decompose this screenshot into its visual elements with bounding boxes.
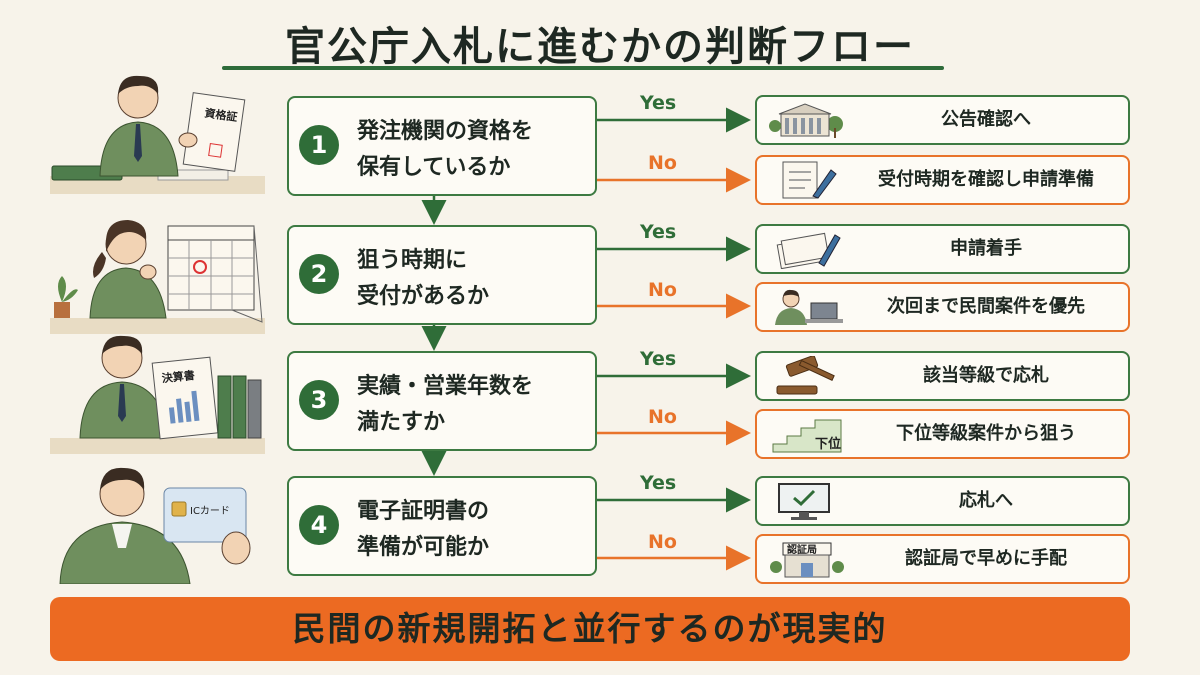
result-text: 認証局で早めに手配 bbox=[905, 548, 1067, 569]
worker-with-calendar-illustration bbox=[50, 220, 265, 334]
result-box-no-4: 認証局 認証局で早めに手配 bbox=[755, 534, 1130, 584]
checklist-pen-icon bbox=[782, 161, 837, 199]
question-box-3: 3 実績・営業年数を 満たすか bbox=[287, 351, 597, 451]
stairs-icon-text: 下位 bbox=[815, 436, 841, 452]
question-text: 電子証明書の 準備が可能か bbox=[357, 494, 587, 566]
worker-laptop-icon bbox=[775, 289, 843, 325]
question-line: 発注機関の資格を bbox=[357, 119, 534, 144]
yes-label: Yes bbox=[640, 348, 677, 370]
result-box-yes-2: 申請着手 bbox=[755, 224, 1130, 274]
no-label: No bbox=[648, 279, 677, 301]
question-line: 満たすか bbox=[357, 410, 446, 435]
result-box-no-1: 受付時期を確認し申請準備 bbox=[755, 155, 1130, 205]
step-number-badge: 3 bbox=[299, 380, 339, 420]
question-text: 実績・営業年数を 満たすか bbox=[357, 369, 587, 441]
result-text: 該当等級で応札 bbox=[923, 365, 1049, 386]
conclusion-text: 民間の新規開拓と並行するのが現実的 bbox=[292, 609, 888, 648]
financial-statement-illustration-text: 決算書 bbox=[161, 368, 195, 385]
license-illustration-text: 資格証 bbox=[204, 106, 239, 124]
question-line: 電子証明書の bbox=[357, 499, 490, 524]
result-text: 受付時期を確認し申請準備 bbox=[878, 169, 1094, 190]
result-text: 申請着手 bbox=[950, 238, 1022, 259]
worker-with-financial-statement-illustration: 決算書 bbox=[50, 335, 265, 454]
yes-label: Yes bbox=[640, 92, 677, 114]
no-label: No bbox=[648, 152, 677, 174]
result-text: 公告確認へ bbox=[941, 109, 1031, 130]
no-label: No bbox=[648, 406, 677, 428]
documents-pen-icon bbox=[776, 232, 841, 269]
title-underline bbox=[222, 66, 944, 70]
page-title: 官公庁入札に進むかの判断フロー bbox=[285, 24, 915, 70]
stairs-icon: 下位 bbox=[772, 419, 842, 453]
worker-with-ic-card-illustration: ICカード bbox=[59, 467, 251, 584]
question-text: 狙う時期に 受付があるか bbox=[357, 243, 587, 315]
question-box-1: 1 発注機関の資格を 保有しているか bbox=[287, 96, 597, 196]
result-text: 次回まで民間案件を優先 bbox=[887, 296, 1085, 317]
step-number-badge: 4 bbox=[299, 505, 339, 545]
certificate-authority-building-icon: 認証局 bbox=[770, 542, 844, 578]
result-text: 応札へ bbox=[959, 490, 1013, 511]
worker-with-license-illustration: 資格証 bbox=[50, 75, 265, 194]
result-box-no-3: 下位 下位等級案件から狙う bbox=[755, 409, 1130, 459]
conclusion-banner: 民間の新規開拓と並行するのが現実的 bbox=[50, 597, 1130, 661]
question-line: 狙う時期に bbox=[357, 248, 468, 273]
result-box-yes-3: 該当等級で応札 bbox=[755, 351, 1130, 401]
question-box-2: 2 狙う時期に 受付があるか bbox=[287, 225, 597, 325]
result-box-no-2: 次回まで民間案件を優先 bbox=[755, 282, 1130, 332]
government-building-icon bbox=[769, 103, 843, 138]
question-line: 保有しているか bbox=[357, 155, 511, 180]
no-label: No bbox=[648, 531, 677, 553]
step-number-badge: 1 bbox=[299, 125, 339, 165]
ic-card-illustration-text: ICカード bbox=[190, 505, 230, 517]
certificate-authority-icon-text: 認証局 bbox=[787, 543, 817, 556]
question-box-4: 4 電子証明書の 準備が可能か bbox=[287, 476, 597, 576]
question-line: 準備が可能か bbox=[357, 535, 490, 560]
question-text: 発注機関の資格を 保有しているか bbox=[357, 114, 587, 186]
result-box-yes-1: 公告確認へ bbox=[755, 95, 1130, 145]
step-number-badge: 2 bbox=[299, 254, 339, 294]
gavel-icon bbox=[776, 356, 835, 395]
yes-label: Yes bbox=[640, 472, 677, 494]
result-box-yes-4: 応札へ bbox=[755, 476, 1130, 526]
question-line: 受付があるか bbox=[357, 284, 490, 309]
monitor-check-icon bbox=[778, 483, 830, 520]
question-line: 実績・営業年数を bbox=[357, 374, 534, 399]
yes-label: Yes bbox=[640, 221, 677, 243]
result-text: 下位等級案件から狙う bbox=[896, 423, 1076, 444]
